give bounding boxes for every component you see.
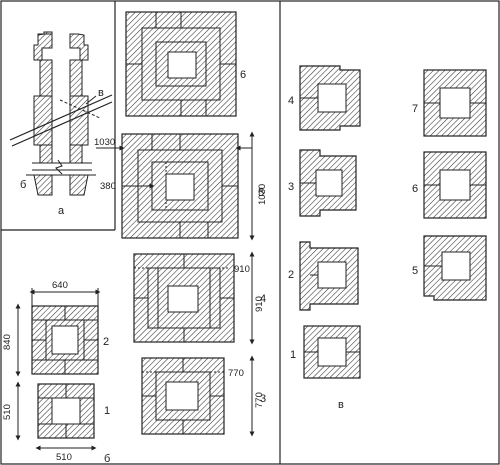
dim-1030-top: 1030	[94, 137, 115, 148]
dim-510-left: 510	[2, 404, 13, 420]
center-section-6	[125, 11, 237, 117]
item-b-2: 2	[103, 336, 109, 348]
dim-770-right: 770	[254, 392, 265, 408]
item-v-2: 2	[288, 269, 294, 281]
center-section-3	[141, 357, 225, 435]
chimney-cap-right	[69, 33, 89, 61]
section-b-item-1	[37, 383, 95, 439]
chimney-label-b: б	[20, 179, 26, 191]
item-center-3: 3	[260, 393, 266, 405]
item-v-1: 1	[290, 349, 296, 361]
dim-640: 640	[52, 280, 68, 291]
item-center-4: 4	[260, 293, 266, 305]
item-v-4: 4	[288, 95, 294, 107]
item-v-5: 5	[412, 265, 418, 277]
v-section-6	[423, 151, 487, 219]
v-section-4	[299, 65, 361, 131]
panel-label-a: а	[58, 205, 65, 217]
dim-910-top: 910	[234, 264, 250, 275]
chimney-cap-left	[33, 33, 53, 61]
item-v-3: 3	[288, 181, 294, 193]
item-center-6: 6	[240, 69, 246, 81]
dim-840: 840	[2, 334, 13, 350]
chimney-section	[9, 31, 113, 196]
dim-770-top: 770	[228, 368, 244, 379]
v-section-5	[423, 235, 487, 301]
panel-label-v: в	[338, 399, 344, 411]
panel-label-b: б	[104, 453, 110, 465]
v-section-2	[299, 241, 359, 311]
item-b-1: 1	[104, 405, 110, 417]
section-b-item-2	[31, 305, 99, 375]
item-v-6: 6	[412, 183, 418, 195]
item-center-5: 5	[258, 187, 264, 199]
chimney-label-v: в	[98, 87, 104, 99]
dim-1030-right: 1030	[257, 184, 268, 205]
v-section-7	[423, 69, 487, 137]
item-v-7: 7	[412, 103, 418, 115]
dim-510-bottom: 510	[56, 452, 72, 463]
dim-910-right: 910	[254, 296, 265, 312]
v-section-1	[303, 325, 361, 379]
dim-380: 380	[100, 181, 116, 192]
v-section-3	[299, 149, 357, 217]
center-section-4	[133, 253, 235, 343]
